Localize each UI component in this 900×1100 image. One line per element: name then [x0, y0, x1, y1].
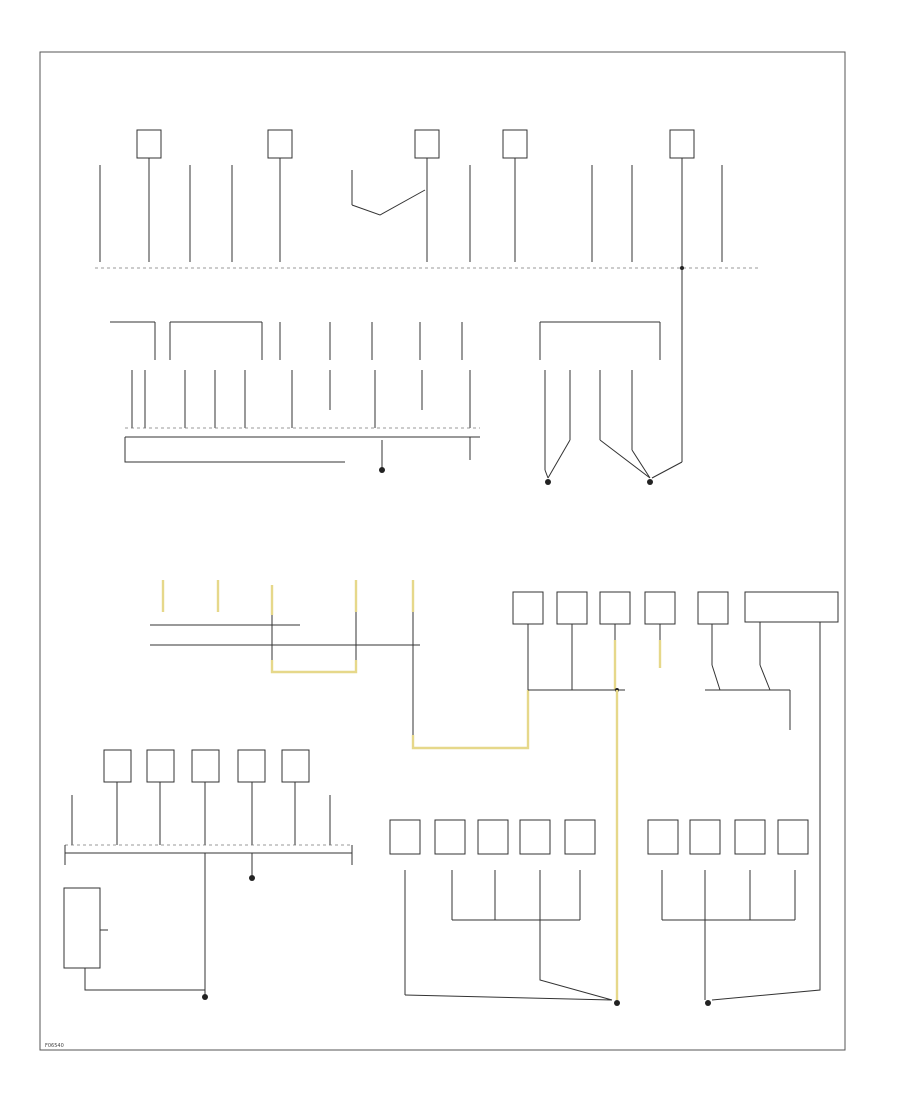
component-box	[647, 819, 679, 855]
component-box	[734, 819, 766, 855]
component-box	[267, 129, 293, 159]
ground-point	[249, 875, 255, 881]
component-box	[281, 749, 310, 783]
component-box	[564, 819, 596, 855]
component-box	[389, 819, 421, 855]
component-box	[414, 129, 440, 159]
component-box	[103, 749, 132, 783]
component-box	[644, 591, 676, 625]
ground-point-list-box	[63, 887, 101, 969]
component-box	[519, 819, 551, 855]
splice-point	[680, 266, 684, 270]
diagram-footer-id: F06540	[45, 1043, 64, 1049]
section-second	[110, 321, 683, 485]
component-box	[556, 591, 588, 625]
diagram-border	[39, 51, 846, 1051]
component-box	[136, 129, 162, 159]
component-box	[146, 749, 175, 783]
component-box	[434, 819, 466, 855]
ground-point	[202, 994, 208, 1000]
ground-point	[705, 1000, 711, 1006]
section-bottom-left	[63, 749, 353, 1000]
component-box	[191, 749, 220, 783]
component-box	[669, 129, 695, 159]
component-box	[512, 591, 544, 625]
component-box	[599, 591, 631, 625]
ground-point	[647, 479, 653, 485]
ground-point	[545, 479, 551, 485]
component-box	[697, 591, 729, 625]
component-box	[477, 819, 509, 855]
ground-point	[614, 1000, 620, 1006]
component-box	[502, 129, 528, 159]
section-bottom-right	[389, 690, 821, 1006]
section-top	[95, 129, 760, 462]
component-box	[777, 819, 809, 855]
section-middle	[150, 580, 839, 750]
component-box	[237, 749, 266, 783]
component-box	[689, 819, 721, 855]
ground-point	[379, 467, 385, 473]
